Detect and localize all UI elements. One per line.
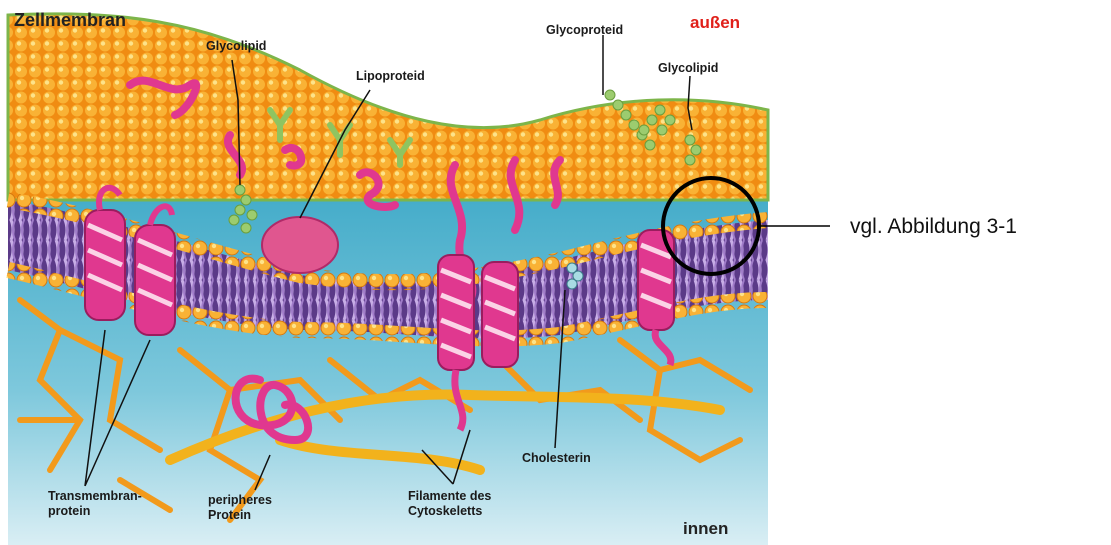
- peripheres-label-line2: Protein: [208, 508, 251, 522]
- lipoproteid-shape: [262, 217, 338, 273]
- inside-label: innen: [683, 519, 728, 538]
- reference-note: vgl. Abbildung 3-1: [850, 215, 1017, 238]
- cholesterin-label: Cholesterin: [522, 451, 591, 465]
- peripheres-label-line1: peripheres: [208, 493, 272, 507]
- transmembran-label-line1: Transmembran-: [48, 489, 142, 503]
- filamente-label-line1: Filamente des: [408, 489, 491, 503]
- title-label: Zellmembran: [14, 10, 126, 30]
- filamente-label-line2: Cytoskeletts: [408, 504, 482, 518]
- glycolipid-right-label: Glycolipid: [658, 61, 718, 75]
- transmembran-label-line2: protein: [48, 504, 90, 518]
- glycolipid-left-label: Glycolipid: [206, 39, 266, 53]
- outside-label: außen: [690, 13, 740, 32]
- lipoproteid-label: Lipoproteid: [356, 69, 425, 83]
- glycoproteid-label: Glycoproteid: [546, 23, 623, 37]
